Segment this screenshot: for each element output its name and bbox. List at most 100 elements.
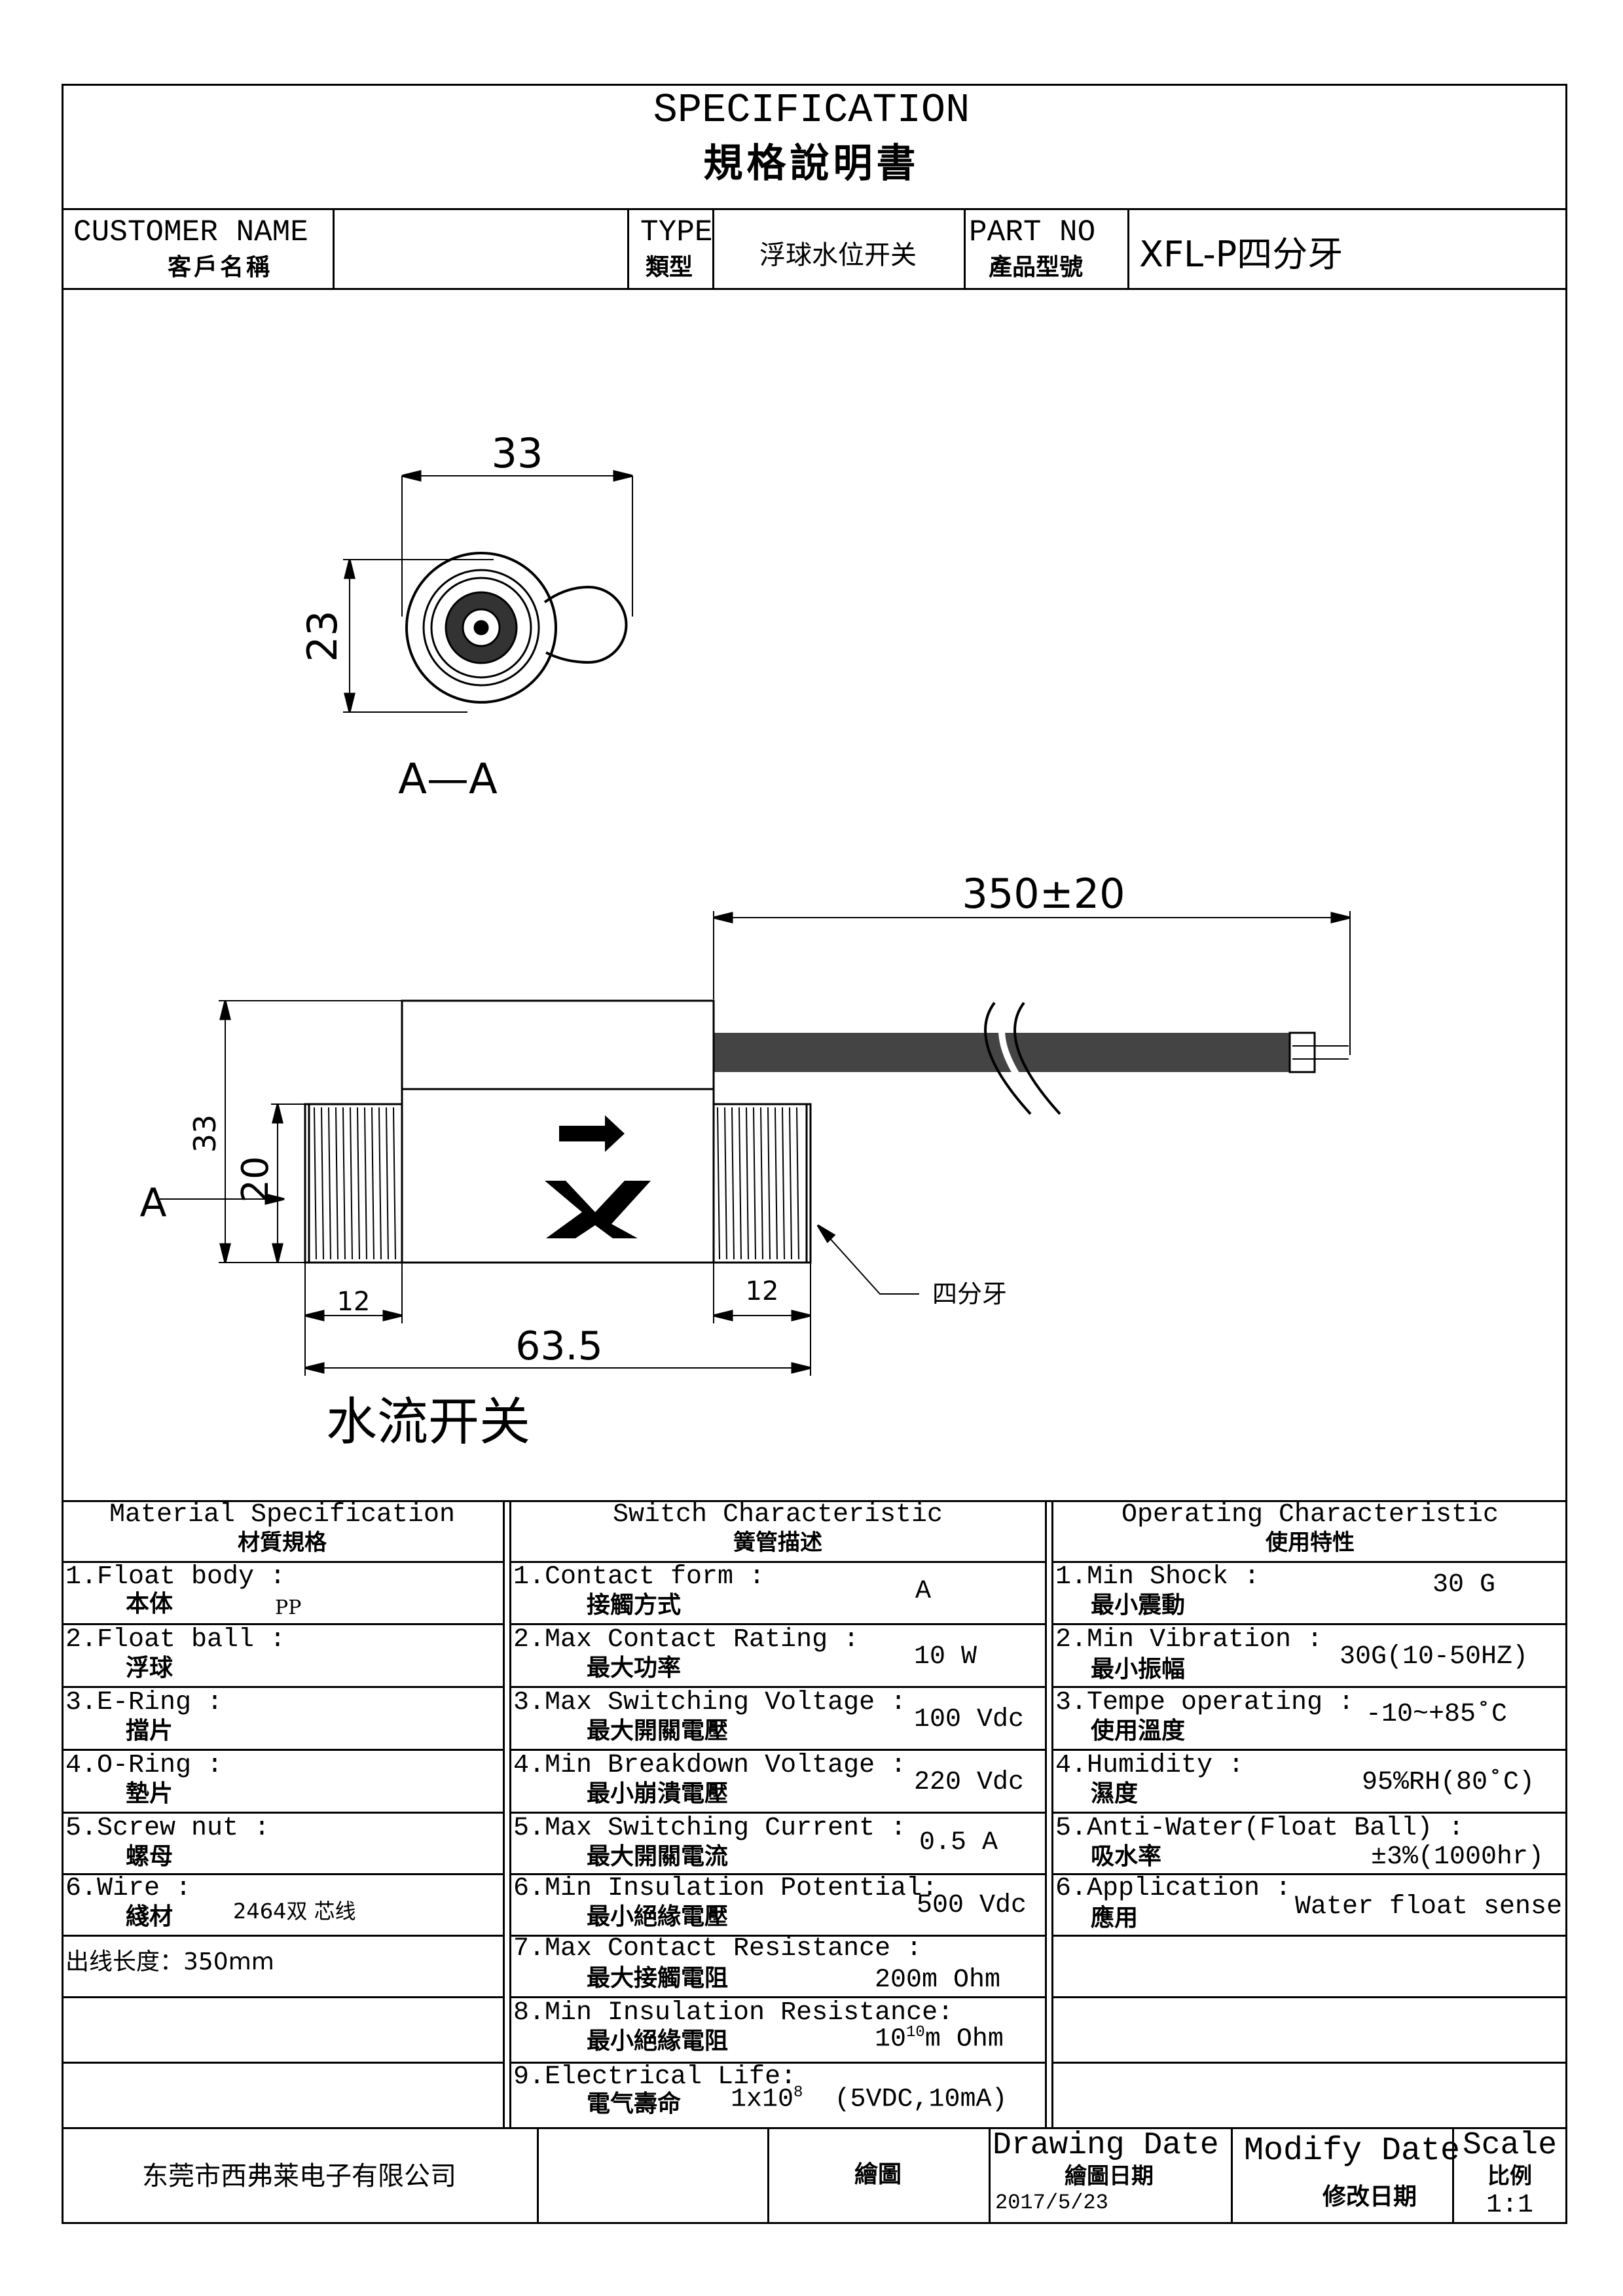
modify-date-label-cn: 修改日期 [1322,2183,1417,2210]
switch-row-9-value: 1x108 (5VDC,10mA) [731,2084,1008,2115]
switch-row-3-cn: 最大開關電壓 [587,1717,729,1744]
thread-line [328,1107,331,1260]
drawing-date-label-en: Drawing Date [993,2128,1219,2163]
table-row-divider [62,2062,503,2064]
thread-line [724,1107,727,1260]
table-row-divider [62,1561,503,1563]
thread-line [789,1107,792,1260]
operating-row-4-en: 4.Humidity : [1055,1751,1245,1780]
divider [62,208,1567,210]
part-label-en: PART NO [969,215,1096,249]
divider [1045,1500,1047,2127]
product-name: 水流开关 [326,1393,530,1452]
switch-row-5-value: 0.5 A [919,1828,998,1857]
divider [712,208,714,288]
thread-line [335,1107,338,1260]
table-row-divider [1053,1561,1567,1563]
part-value: XFL-P四分牙 [1139,234,1343,275]
operating-row-4-value: 95%RH(80˚C) [1362,1768,1535,1797]
switch-row-4-en: 4.Min Breakdown Voltage : [513,1751,907,1780]
material-row-5-en: 5.Screw nut : [65,1814,270,1843]
divider [1127,208,1129,288]
table-row-divider [62,1623,503,1625]
table-row-divider [1053,1996,1567,1998]
material-row-1-en: 1.Float body : [65,1562,286,1592]
modify-date-label-en: Modify Date [1244,2132,1461,2170]
operating-row-6-cn: 應用 [1091,1904,1139,1931]
thread-line [731,1107,735,1260]
drawing-date-label-cn: 繪圖日期 [1065,2163,1154,2189]
thread-line [717,1107,720,1260]
table-row-divider [62,1749,503,1751]
table-row-divider [62,1873,503,1875]
operating-row-5-cn: 吸水率 [1091,1842,1162,1870]
material-row-5-cn: 螺母 [126,1842,173,1870]
operating-row-3-cn: 使用溫度 [1091,1717,1186,1744]
switch-row-6-cn: 最小絕緣電壓 [587,1903,729,1930]
switch-row-5-en: 5.Max Switching Current : [513,1814,907,1843]
switch-row-3-en: 3.Max Switching Voltage : [513,1688,907,1717]
operating-row-3-en: 3.Tempe operating : [1055,1688,1355,1717]
switch-row-2-en: 2.Max Contact Rating : [513,1625,860,1655]
divider [333,208,335,288]
material-heading-cn: 材質規格 [238,1530,327,1556]
operating-row-5-en: 5.Anti-Water(Float Ball) : [1055,1814,1465,1843]
dim-top-width: 33 [492,429,543,477]
divider [1452,2127,1454,2224]
divider [1051,1500,1053,2127]
material-extra: 出线长度：350mm [65,1948,274,1975]
table-row-divider [62,1686,503,1688]
material-row-4-cn: 墊片 [126,1780,173,1807]
material-row-2-cn: 浮球 [126,1654,173,1681]
thread-callout: 四分牙 [932,1280,1007,1308]
thread-line [775,1107,778,1260]
switch-row-4-value: 220 Vdc [914,1768,1025,1797]
switch-row-4-cn: 最小崩潰電壓 [587,1780,729,1807]
thread-line [753,1107,756,1260]
table-row-divider [511,2062,1045,2064]
material-row-3-en: 3.E-Ring : [65,1688,223,1717]
table-row-divider [511,1623,1045,1625]
material-row-2-en: 2.Float ball : [65,1625,286,1655]
switch-row-2-value: 10 W [914,1642,977,1672]
thread-line [342,1107,346,1260]
dim-cable: 350±20 [962,870,1125,918]
operating-row-1-en: 1.Min Shock : [1055,1562,1260,1592]
thread-line [782,1107,785,1260]
operating-row-5-value: ±3%(1000hr) [1371,1842,1544,1872]
divider [627,208,629,288]
operating-row-2-en: 2.Min Vibration : [1055,1625,1323,1655]
thread-line [364,1107,367,1260]
material-row-3-cn: 擋片 [126,1717,173,1744]
table-row-divider [1053,1686,1567,1688]
divider [964,208,966,288]
divider [537,2127,539,2224]
table-row-divider [1053,1623,1567,1625]
table-row-divider [1053,1935,1567,1937]
switch-row-1-en: 1.Contact form : [513,1562,765,1592]
divider [509,1500,511,2127]
scale-value: 1:1 [1486,2191,1533,2220]
table-row-divider [1053,1873,1567,1875]
thread-line [746,1107,749,1260]
material-row-6-en: 6.Wire : [65,1874,192,1903]
material-row-1-value: PP [275,1596,302,1619]
divider [989,2127,991,2224]
thread-line [314,1107,317,1260]
dim-left-thread: 12 [337,1287,371,1317]
operating-row-2-value: 30G(10-50HZ) [1340,1642,1529,1672]
operating-row-1-cn: 最小震動 [1091,1591,1186,1619]
switch-row-8-exponent: 10 [906,2024,925,2041]
thread-line [378,1107,382,1260]
technical-drawing: 33 23 A—A [139,429,1351,1452]
table-row-divider [1053,1812,1567,1814]
switch-row-8-en: 8.Min Insulation Resistance: [513,1998,954,2028]
operating-row-6-value: Water float sense [1295,1892,1563,1922]
thread-line [796,1107,799,1260]
operating-row-4-cn: 濕度 [1091,1780,1139,1807]
drawing-date-value: 2017/5/23 [995,2191,1108,2215]
dim-total-length: 63.5 [515,1323,603,1369]
switch-row-6-en: 6.Min Insulation Potential: [513,1874,938,1903]
material-row-4-en: 4.O-Ring : [65,1751,223,1780]
thread-line [767,1107,771,1260]
